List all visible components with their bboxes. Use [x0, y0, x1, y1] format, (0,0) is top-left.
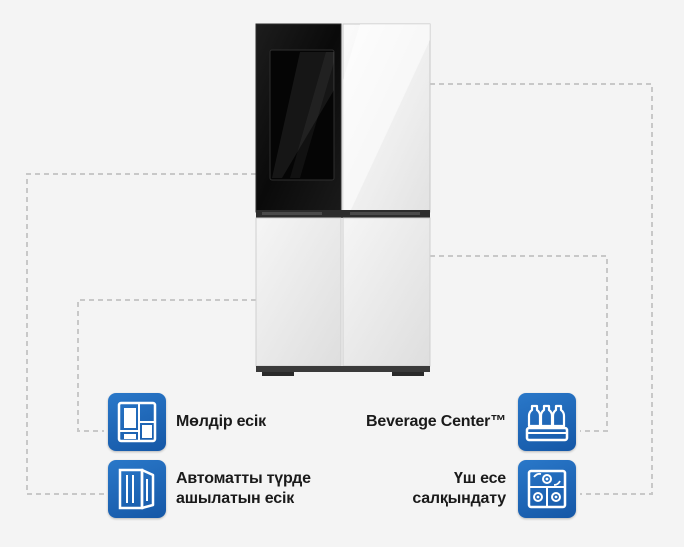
feature-auto-open-door: Автоматты түрде ашылатын есік — [108, 460, 311, 518]
feature-beverage-center: Beverage Center™ — [366, 393, 576, 451]
bottom-left-door — [255, 217, 342, 367]
feature-label: Үш есе салқындату — [412, 470, 506, 507]
feature-label: Автоматты түрде ашылатын есік — [176, 470, 311, 507]
feature-transparent-door: Мөлдір есік — [108, 393, 266, 451]
top-right-door — [342, 23, 431, 213]
beverage-bottles-icon — [518, 393, 576, 451]
feature-triple-cooling: Үш есе салқындату — [412, 460, 576, 518]
fridge-base — [256, 366, 430, 372]
connector-transparent-door — [77, 299, 256, 432]
triple-cooling-icon — [518, 460, 576, 518]
connector-auto-open-door — [26, 173, 256, 495]
top-left-door — [255, 23, 342, 213]
transparent-door-icon — [108, 393, 166, 451]
connector-beverage-center — [430, 255, 608, 432]
feature-label: Beverage Center™ — [366, 413, 506, 430]
connector-triple-cooling — [430, 83, 653, 495]
bottom-right-door — [342, 217, 431, 367]
auto-open-door-icon — [108, 460, 166, 518]
door-divider — [256, 210, 430, 218]
feature-label: Мөлдір есік — [176, 413, 266, 430]
